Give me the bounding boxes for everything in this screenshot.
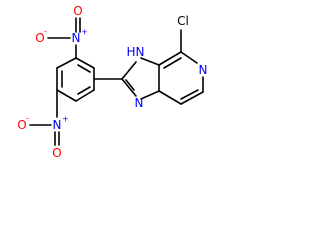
bond-pyridine-c6-c7 [180,91,204,105]
bond-pyridine-c3a-c4-inner [163,57,182,69]
bond-benzene-c3-c4 [56,57,77,69]
chemical-structure-diagram: O - N + O O - N + O N H N N Cl [17,4,207,160]
bond-pyridine-c6-c7-inner [180,89,199,100]
atom-label-n-pyridine: N [199,63,208,77]
bond-benzene-c6-c1-inner [77,86,91,95]
bond-imidazole-n1-c2-inner [125,79,135,91]
atom-label-n-imidazole-h: N [136,45,145,59]
bond-imidazole-n3h-c3a [140,57,160,66]
bond-pyridine-c3a-c4 [158,51,182,66]
charge-minus-bottom: - [26,114,29,123]
bond-benzene-c2-c3-inner [77,64,91,73]
atom-label-layer: O - N + O O - N + O N H N N Cl [17,4,207,160]
atom-label-n-nitro-top: N [72,31,81,45]
atom-label-o-double-top: O [73,4,82,18]
bond-imidazole-c7a-n1 [140,90,160,100]
atom-label-o-double-bottom: O [52,146,61,160]
bond-pyridine-c7-c7a [158,90,182,105]
atom-label-n-nitro-bottom: N [53,118,62,132]
atom-label-chlorine: Cl [177,14,189,28]
bond-benzene-c2-c3 [75,57,95,69]
charge-plus-bottom: + [62,115,69,124]
atom-label-h-imidazole: H [126,45,135,59]
atom-label-o-minus-bottom: O [17,118,26,132]
charge-minus-top: - [44,27,47,36]
bond-benzene-c6-c1 [75,89,95,102]
bond-imidazole-c2-n3h [121,61,137,80]
bond-imidazole-n1-c2 [121,78,137,97]
bond-benzene-c5-c6 [56,89,77,102]
charge-plus-top: + [81,28,88,37]
atom-label-n-imidazole: N [135,96,144,110]
bond-pyridine-c4-n5 [180,51,198,64]
bond-layer [29,17,204,146]
atom-label-o-minus-top: O [35,31,44,45]
